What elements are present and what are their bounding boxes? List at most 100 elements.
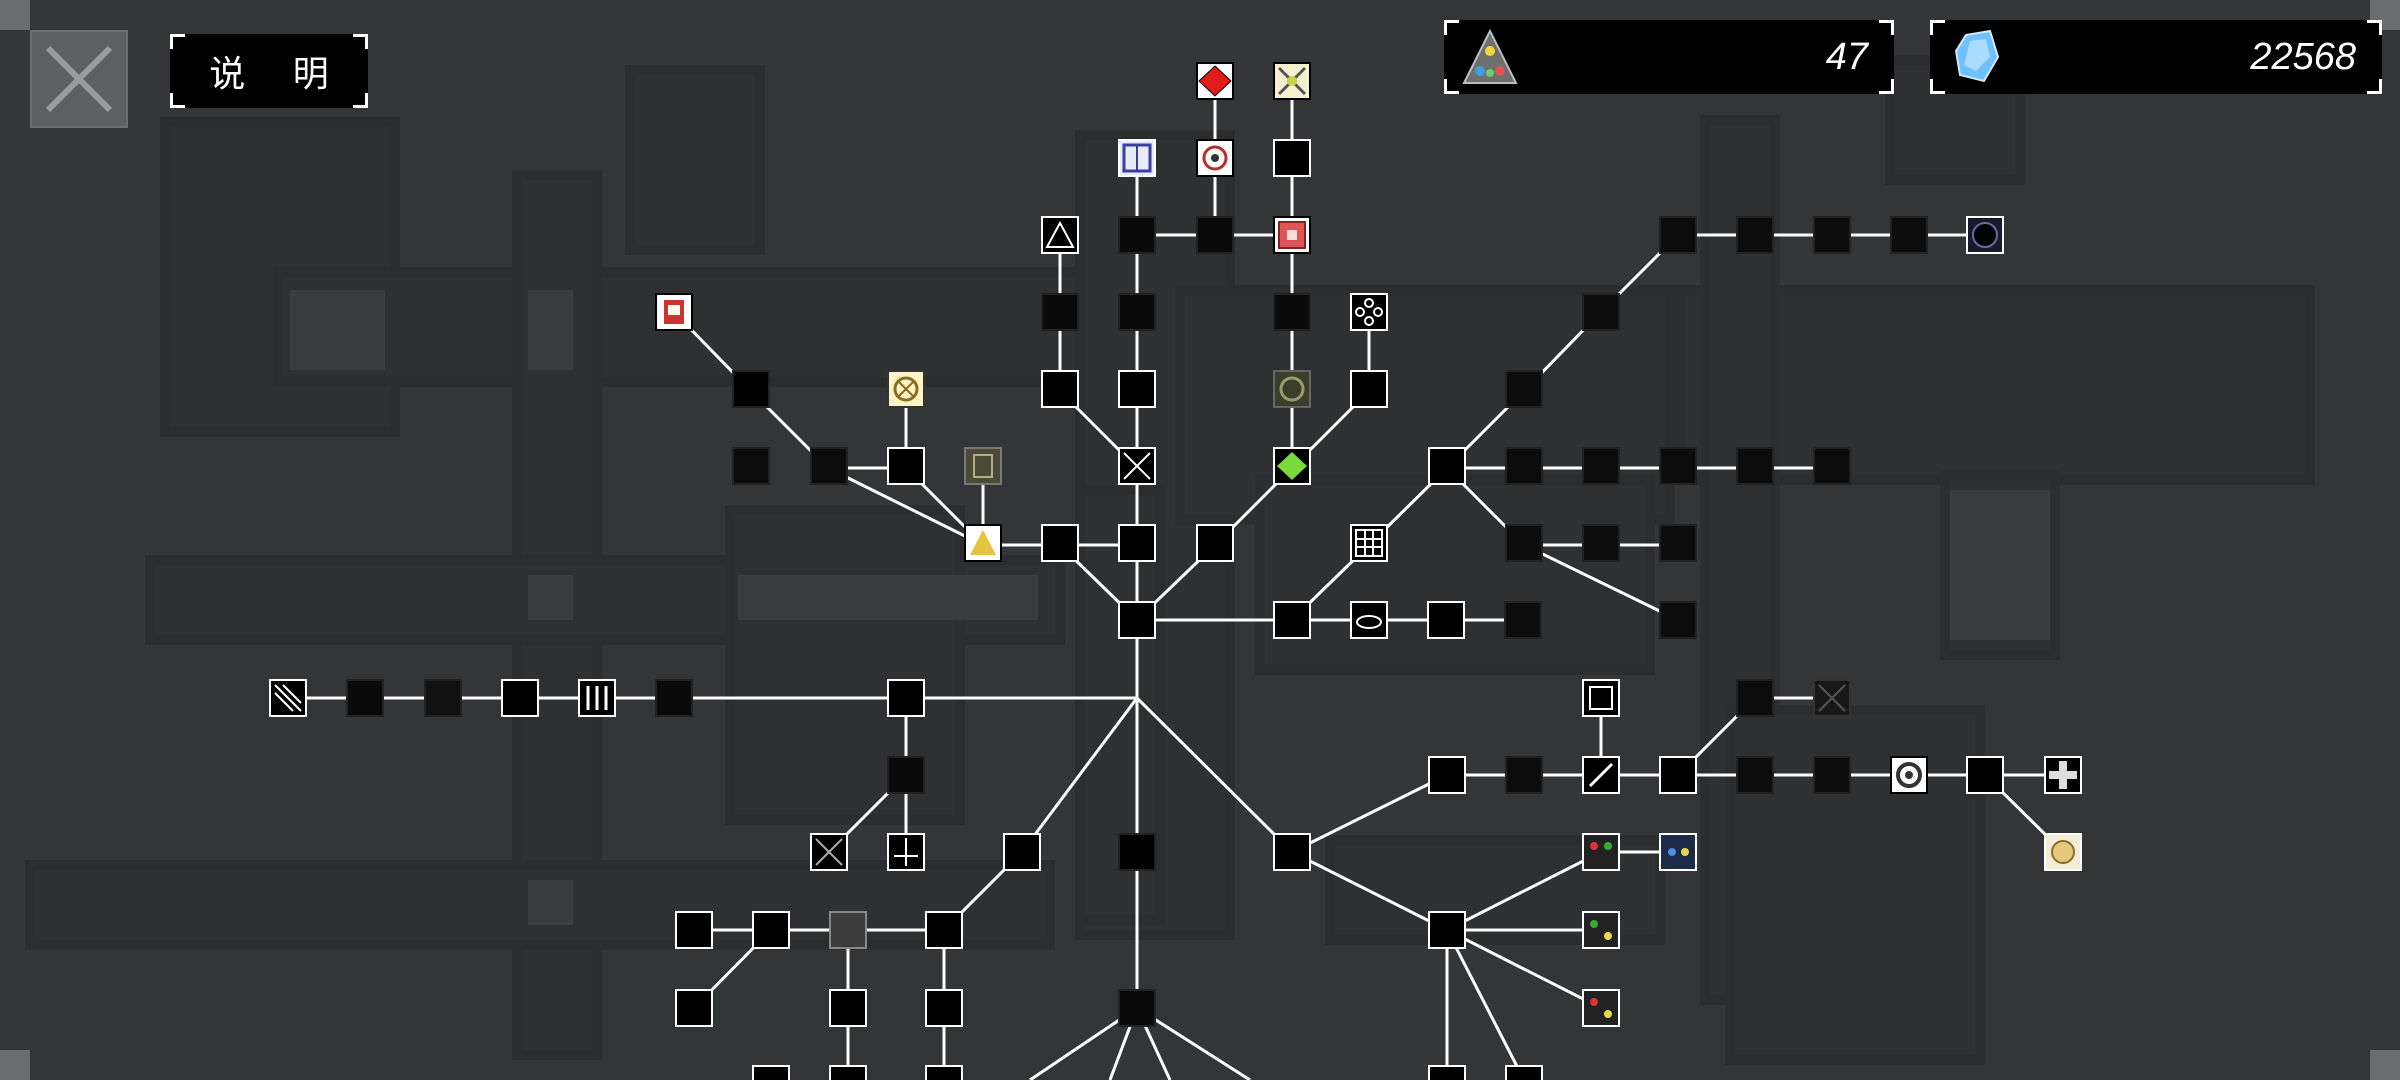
node-dark[interactable]: [925, 1065, 963, 1080]
node-gold-compass[interactable]: [887, 370, 925, 408]
node-locked[interactable]: [1736, 756, 1774, 794]
node-dark[interactable]: [829, 1065, 867, 1080]
node-traffic[interactable]: [1582, 989, 1620, 1027]
node-red-square[interactable]: [1273, 216, 1311, 254]
node-empty[interactable]: [1428, 756, 1466, 794]
node-locked[interactable]: [424, 679, 462, 717]
node-yellow-cross[interactable]: [1273, 62, 1311, 100]
node-locked[interactable]: [1118, 989, 1156, 1027]
node-locked[interactable]: [810, 447, 848, 485]
node-dark[interactable]: [1273, 833, 1311, 871]
node-gold-orb[interactable]: [2044, 833, 2082, 871]
node-locked[interactable]: [1659, 524, 1697, 562]
node-dark[interactable]: [829, 989, 867, 1027]
node-dark[interactable]: [1966, 756, 2004, 794]
node-dark[interactable]: [1427, 601, 1465, 639]
node-locked[interactable]: [1505, 756, 1543, 794]
help-button[interactable]: 说 明: [170, 34, 368, 108]
node-locked[interactable]: [1118, 293, 1156, 331]
node-locked[interactable]: [1813, 756, 1851, 794]
node-plus[interactable]: [2044, 756, 2082, 794]
node-dark[interactable]: [1428, 1065, 1466, 1080]
corner-bracket: [2367, 79, 2382, 94]
node-dark[interactable]: [1273, 601, 1311, 639]
node-dark[interactable]: [1118, 370, 1156, 408]
node-locked[interactable]: [1890, 216, 1928, 254]
node-red-ring[interactable]: [1196, 139, 1234, 177]
node-locked[interactable]: [1736, 447, 1774, 485]
node-locked[interactable]: [1582, 447, 1620, 485]
node-sword[interactable]: [1582, 756, 1620, 794]
node-dark[interactable]: [1273, 139, 1311, 177]
node-locked-x[interactable]: [1813, 679, 1851, 717]
node-triangle[interactable]: [1041, 216, 1079, 254]
node-dark[interactable]: [752, 911, 790, 949]
node-four-dots[interactable]: [1350, 293, 1388, 331]
node-dark[interactable]: [1350, 370, 1388, 408]
node-locked[interactable]: [1813, 216, 1851, 254]
node-grid[interactable]: [1350, 524, 1388, 562]
node-frame[interactable]: [1582, 679, 1620, 717]
node-dark[interactable]: [1118, 524, 1156, 562]
node-locked[interactable]: [1273, 293, 1311, 331]
node-locked[interactable]: [887, 756, 925, 794]
node-green-diamond[interactable]: [1273, 447, 1311, 485]
node-bars[interactable]: [578, 679, 616, 717]
node-x-box[interactable]: [810, 833, 848, 871]
node-locked[interactable]: [1582, 293, 1620, 331]
node-locked[interactable]: [1041, 293, 1079, 331]
node-dark[interactable]: [1659, 756, 1697, 794]
node-dark[interactable]: [1196, 524, 1234, 562]
node-white-ring[interactable]: [1890, 756, 1928, 794]
node-dark-orb[interactable]: [1966, 216, 2004, 254]
node-locked[interactable]: [1659, 447, 1697, 485]
node-traffic[interactable]: [1582, 833, 1620, 871]
node-dark[interactable]: [1428, 447, 1466, 485]
node-locked[interactable]: [1659, 601, 1697, 639]
node-locked[interactable]: [1504, 601, 1542, 639]
node-locked[interactable]: [1118, 216, 1156, 254]
node-red-tower[interactable]: [655, 293, 693, 331]
node-locked[interactable]: [1505, 370, 1543, 408]
node-stripes[interactable]: [269, 679, 307, 717]
node-dark[interactable]: [1003, 833, 1041, 871]
node-dark[interactable]: [887, 679, 925, 717]
node-dark[interactable]: [1118, 601, 1156, 639]
node-locked[interactable]: [1736, 216, 1774, 254]
node-eye[interactable]: [1350, 601, 1388, 639]
node-dark[interactable]: [1041, 370, 1079, 408]
node-dark[interactable]: [1118, 833, 1156, 871]
node-locked[interactable]: [732, 447, 770, 485]
node-locked[interactable]: [1505, 447, 1543, 485]
node-dark[interactable]: [1428, 911, 1466, 949]
node-dark[interactable]: [887, 447, 925, 485]
node-dark[interactable]: [925, 989, 963, 1027]
node-locked[interactable]: [1582, 524, 1620, 562]
node-locked[interactable]: [1196, 216, 1234, 254]
node-locked[interactable]: [1813, 447, 1851, 485]
node-blue-panel[interactable]: [1659, 833, 1697, 871]
node-red-diamond[interactable]: [1196, 62, 1234, 100]
node-center-x[interactable]: [1118, 447, 1156, 485]
node-dark[interactable]: [675, 911, 713, 949]
node-olive-tower[interactable]: [964, 447, 1002, 485]
node-gold-horn[interactable]: [964, 524, 1002, 562]
node-dark[interactable]: [501, 679, 539, 717]
node-dark[interactable]: [752, 1065, 790, 1080]
node-blue-grid[interactable]: [1118, 139, 1156, 177]
node-locked[interactable]: [1659, 216, 1697, 254]
node-dark[interactable]: [1041, 524, 1079, 562]
node-dark[interactable]: [925, 911, 963, 949]
node-dark[interactable]: [732, 370, 770, 408]
node-fork[interactable]: [887, 833, 925, 871]
close-button[interactable]: [30, 30, 128, 128]
node-dark[interactable]: [1505, 1065, 1543, 1080]
node-traffic[interactable]: [1582, 911, 1620, 949]
node-locked[interactable]: [655, 679, 693, 717]
node-olive-target[interactable]: [1273, 370, 1311, 408]
node-dimmed[interactable]: [829, 911, 867, 949]
node-locked[interactable]: [1736, 679, 1774, 717]
node-dark[interactable]: [675, 989, 713, 1027]
node-locked[interactable]: [346, 679, 384, 717]
node-locked[interactable]: [1505, 524, 1543, 562]
